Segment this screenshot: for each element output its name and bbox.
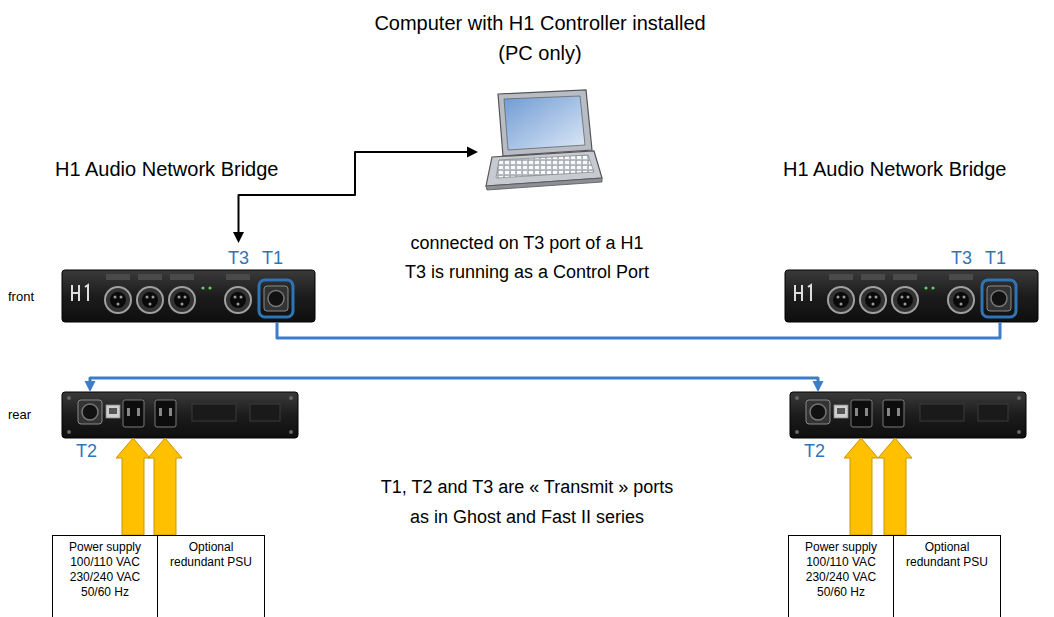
redundant-psu-box: Optional redundant PSU: [157, 535, 265, 617]
box-text: Optional redundant PSU: [894, 536, 1000, 574]
power-arrow: [878, 438, 912, 535]
port-label: T1: [262, 247, 283, 270]
note-text: T3 is running as a Control Port: [337, 260, 717, 284]
network-bridge-front: T3T1: [62, 270, 315, 322]
rear-panel-left: [62, 392, 298, 438]
redundant-psu-box: Optional redundant PSU: [893, 535, 1001, 617]
port-label: T2: [76, 440, 97, 463]
power-arrow: [116, 438, 150, 535]
port-label: T3: [951, 247, 972, 270]
device-heading: H1 Audio Network Bridge: [55, 157, 278, 182]
box-text: Optional redundant PSU: [158, 536, 264, 574]
side-label: rear: [8, 407, 31, 423]
box-text: Power supply 100/110 VAC 230/240 VAC 50/…: [53, 536, 157, 604]
power-arrow-shape: [148, 438, 182, 535]
connector-line: [90, 378, 818, 384]
computer-laptop: Computer with H1 Controller installed (P…: [478, 90, 602, 190]
arrow-head: [467, 147, 478, 158]
device-heading: H1 Audio Network Bridge: [783, 157, 1006, 182]
power-supply-box: Power supply 100/110 VAC 230/240 VAC 50/…: [52, 535, 158, 617]
node-heading: Computer with H1 Controller installed (P…: [365, 8, 715, 68]
connector-line: [277, 322, 1000, 338]
t2-link: [85, 378, 824, 392]
network-bridge-rear: T2: [790, 392, 1026, 438]
port-label: T2: [804, 440, 825, 463]
port-label: T1: [985, 247, 1006, 270]
power-arrow-shape: [844, 438, 878, 535]
port-label: T3: [228, 247, 249, 270]
power-arrow-shape: [878, 438, 912, 535]
t1-link: [277, 322, 1000, 338]
laptop-illustration: [486, 90, 602, 190]
note-text: connected on T3 port of a H1: [337, 231, 717, 255]
rear-panel-right: [790, 392, 1026, 438]
arrow-head: [233, 232, 244, 243]
arrow-head: [85, 381, 96, 392]
power-arrow: [148, 438, 182, 535]
box-text: Power supply 100/110 VAC 230/240 VAC 50/…: [789, 536, 893, 604]
power-arrow: [844, 438, 878, 535]
front-panel-left: [62, 270, 315, 322]
side-label: front: [8, 289, 34, 305]
network-bridge-front: T3T1: [785, 270, 1038, 322]
power-arrow-shape: [116, 438, 150, 535]
arrow-head: [813, 381, 824, 392]
note-text: T1, T2 and T3 are « Transmit » ports as …: [372, 472, 682, 532]
front-panel-right: [785, 270, 1038, 322]
network-bridge-rear: T2: [62, 392, 298, 438]
power-supply-box: Power supply 100/110 VAC 230/240 VAC 50/…: [788, 535, 894, 617]
